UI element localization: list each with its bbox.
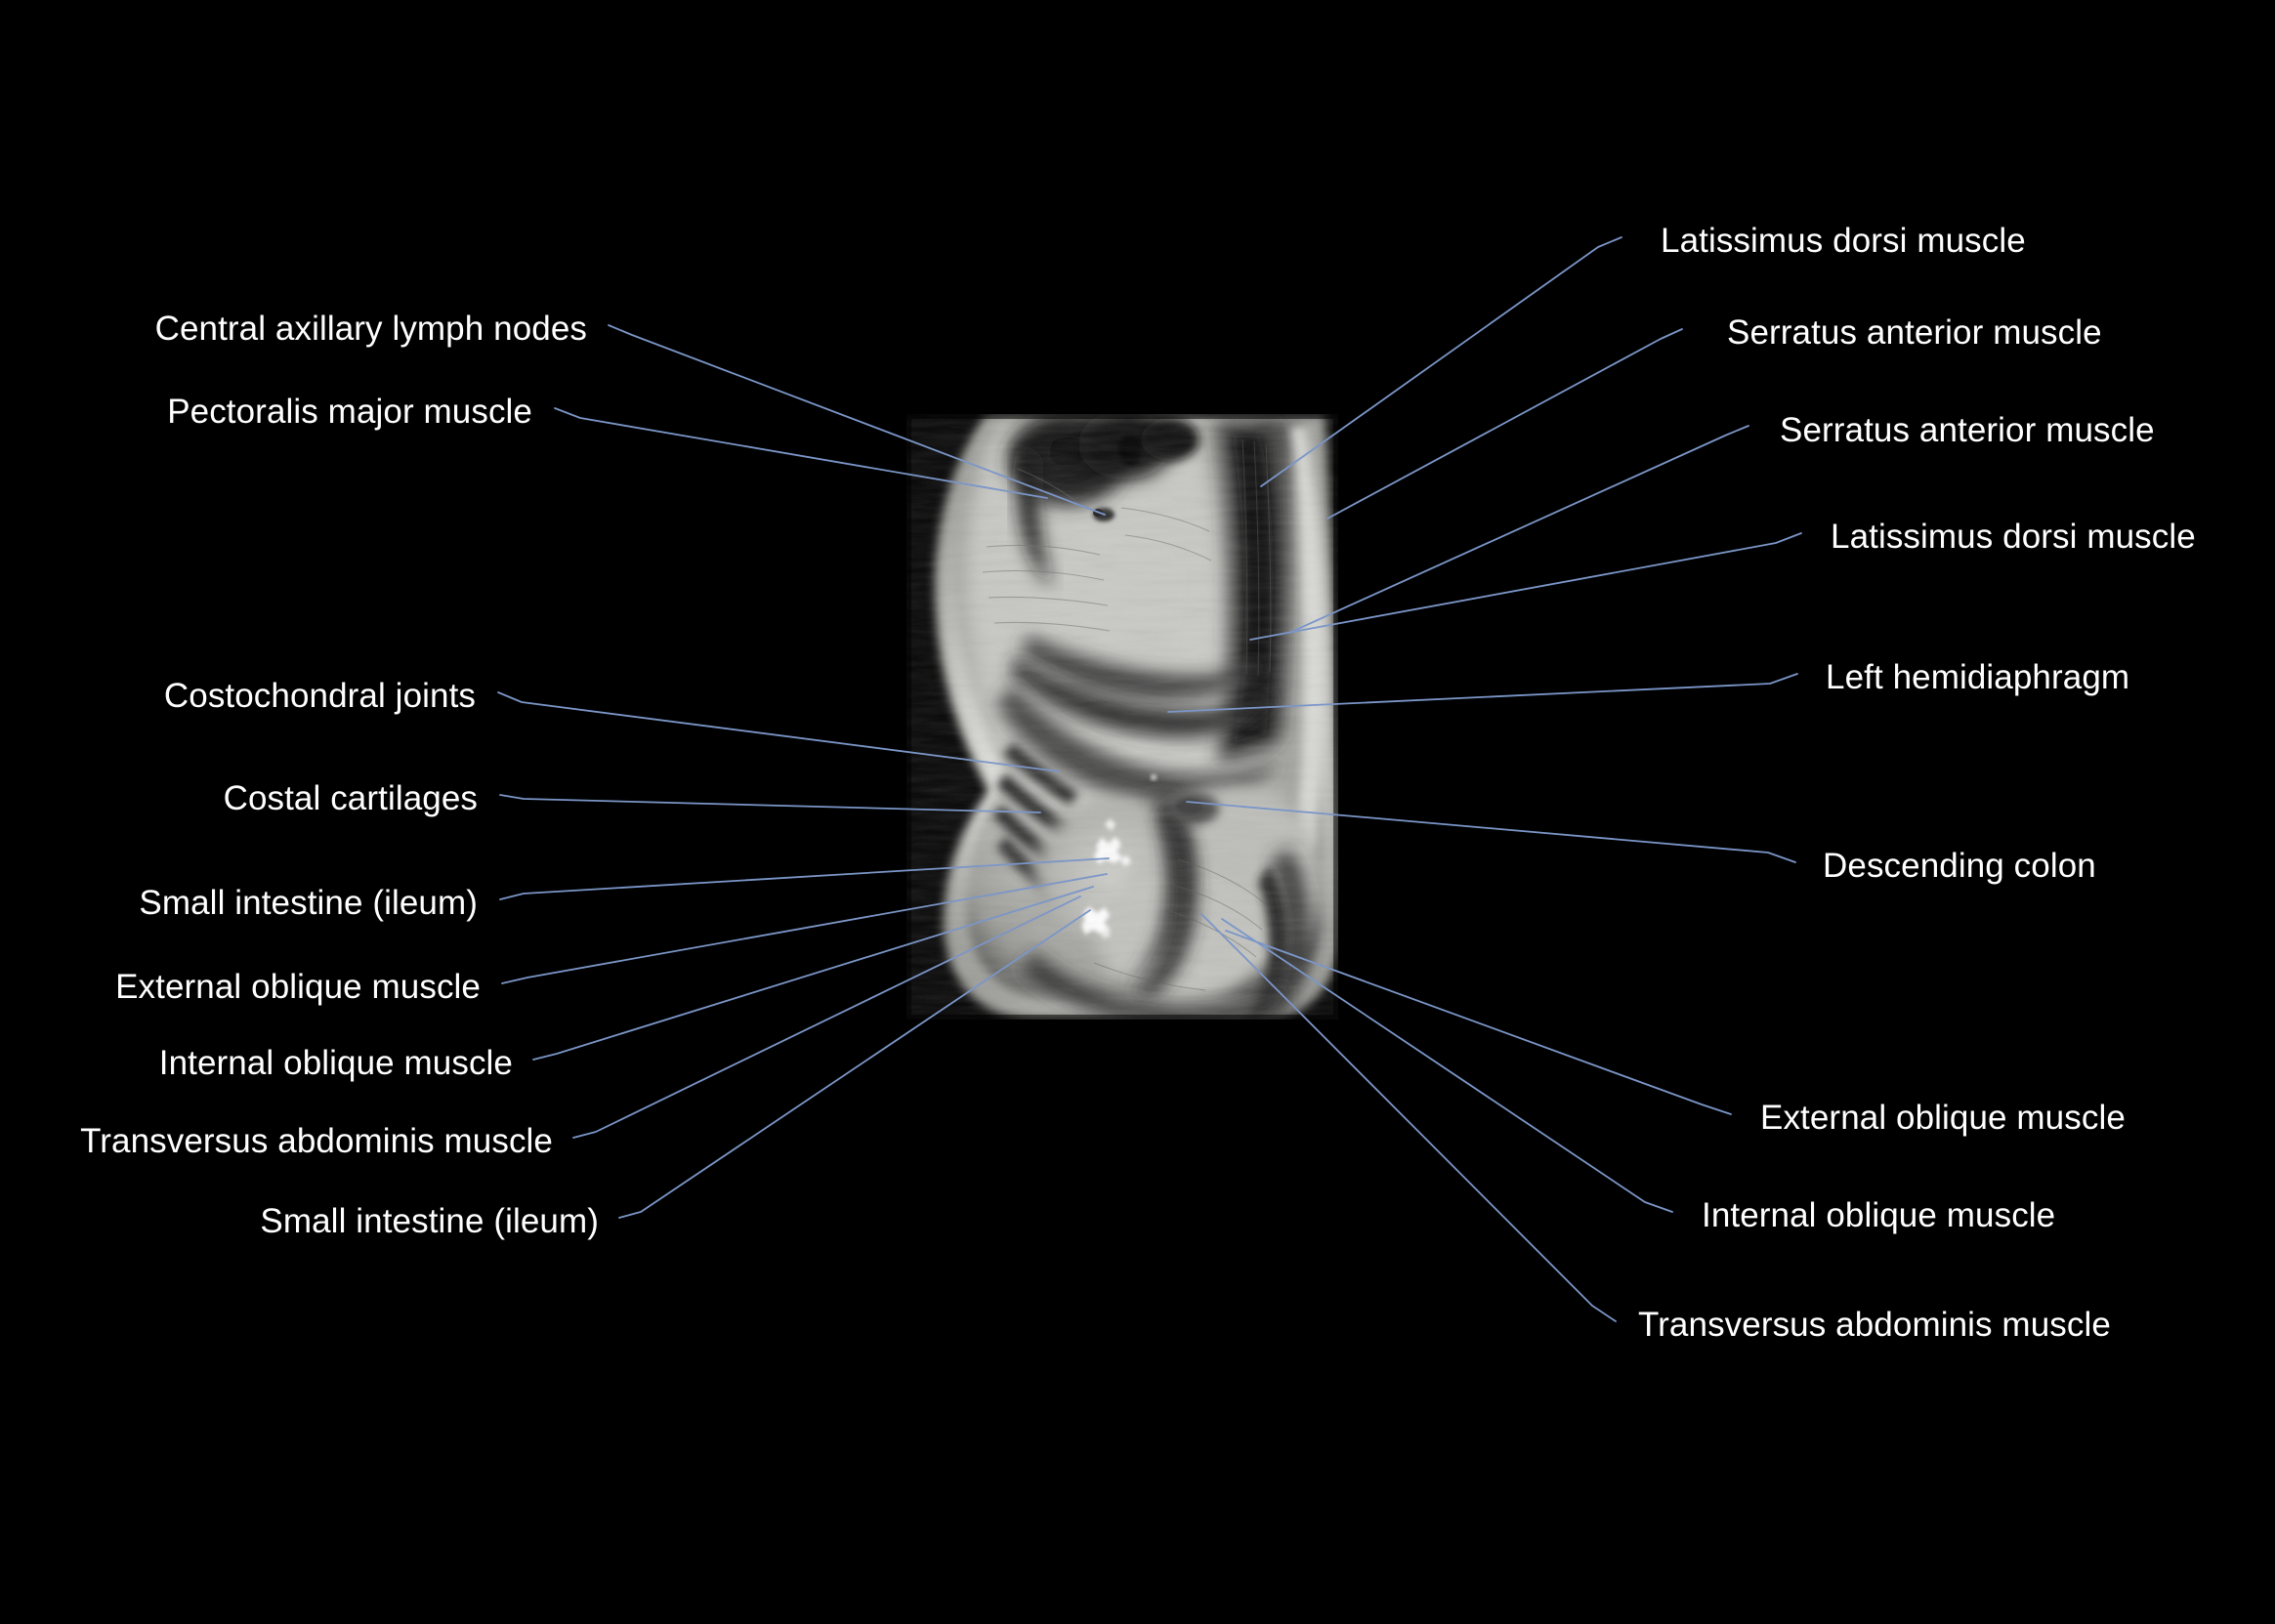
annotation-label-pectoralis-major: Pectoralis major muscle (167, 393, 532, 431)
annotation-label-central-axillary-lymph-nodes: Central axillary lymph nodes (154, 310, 587, 348)
annotation-label-latissimus-dorsi-lower: Latissimus dorsi muscle (1831, 518, 2196, 556)
annotation-label-latissimus-dorsi-upper: Latissimus dorsi muscle (1661, 222, 2026, 260)
annotation-label-descending-colon: Descending colon (1823, 847, 2096, 885)
annotation-label-costochondral-joints: Costochondral joints (163, 677, 476, 715)
annotation-label-internal-oblique-right: Internal oblique muscle (1702, 1196, 2056, 1234)
annotation-label-serratus-anterior-lower: Serratus anterior muscle (1780, 411, 2155, 449)
annotation-label-external-oblique-right: External oblique muscle (1760, 1099, 2126, 1137)
annotation-label-serratus-anterior-upper: Serratus anterior muscle (1727, 313, 2102, 352)
annotation-label-left-hemidiaphragm: Left hemidiaphragm (1826, 658, 2130, 696)
annotation-label-internal-oblique-left: Internal oblique muscle (158, 1044, 513, 1082)
annotation-label-costal-cartilages: Costal cartilages (223, 779, 478, 817)
annotation-label-small-intestine-ileum-lower: Small intestine (ileum) (260, 1202, 599, 1240)
annotation-label-transversus-abdominis-left: Transversus abdominis muscle (80, 1122, 553, 1160)
annotation-label-small-intestine-ileum-upper: Small intestine (ileum) (139, 884, 478, 922)
annotation-label-external-oblique-left: External oblique muscle (115, 968, 481, 1006)
annotation-label-transversus-abdominis-right: Transversus abdominis muscle (1638, 1306, 2111, 1344)
